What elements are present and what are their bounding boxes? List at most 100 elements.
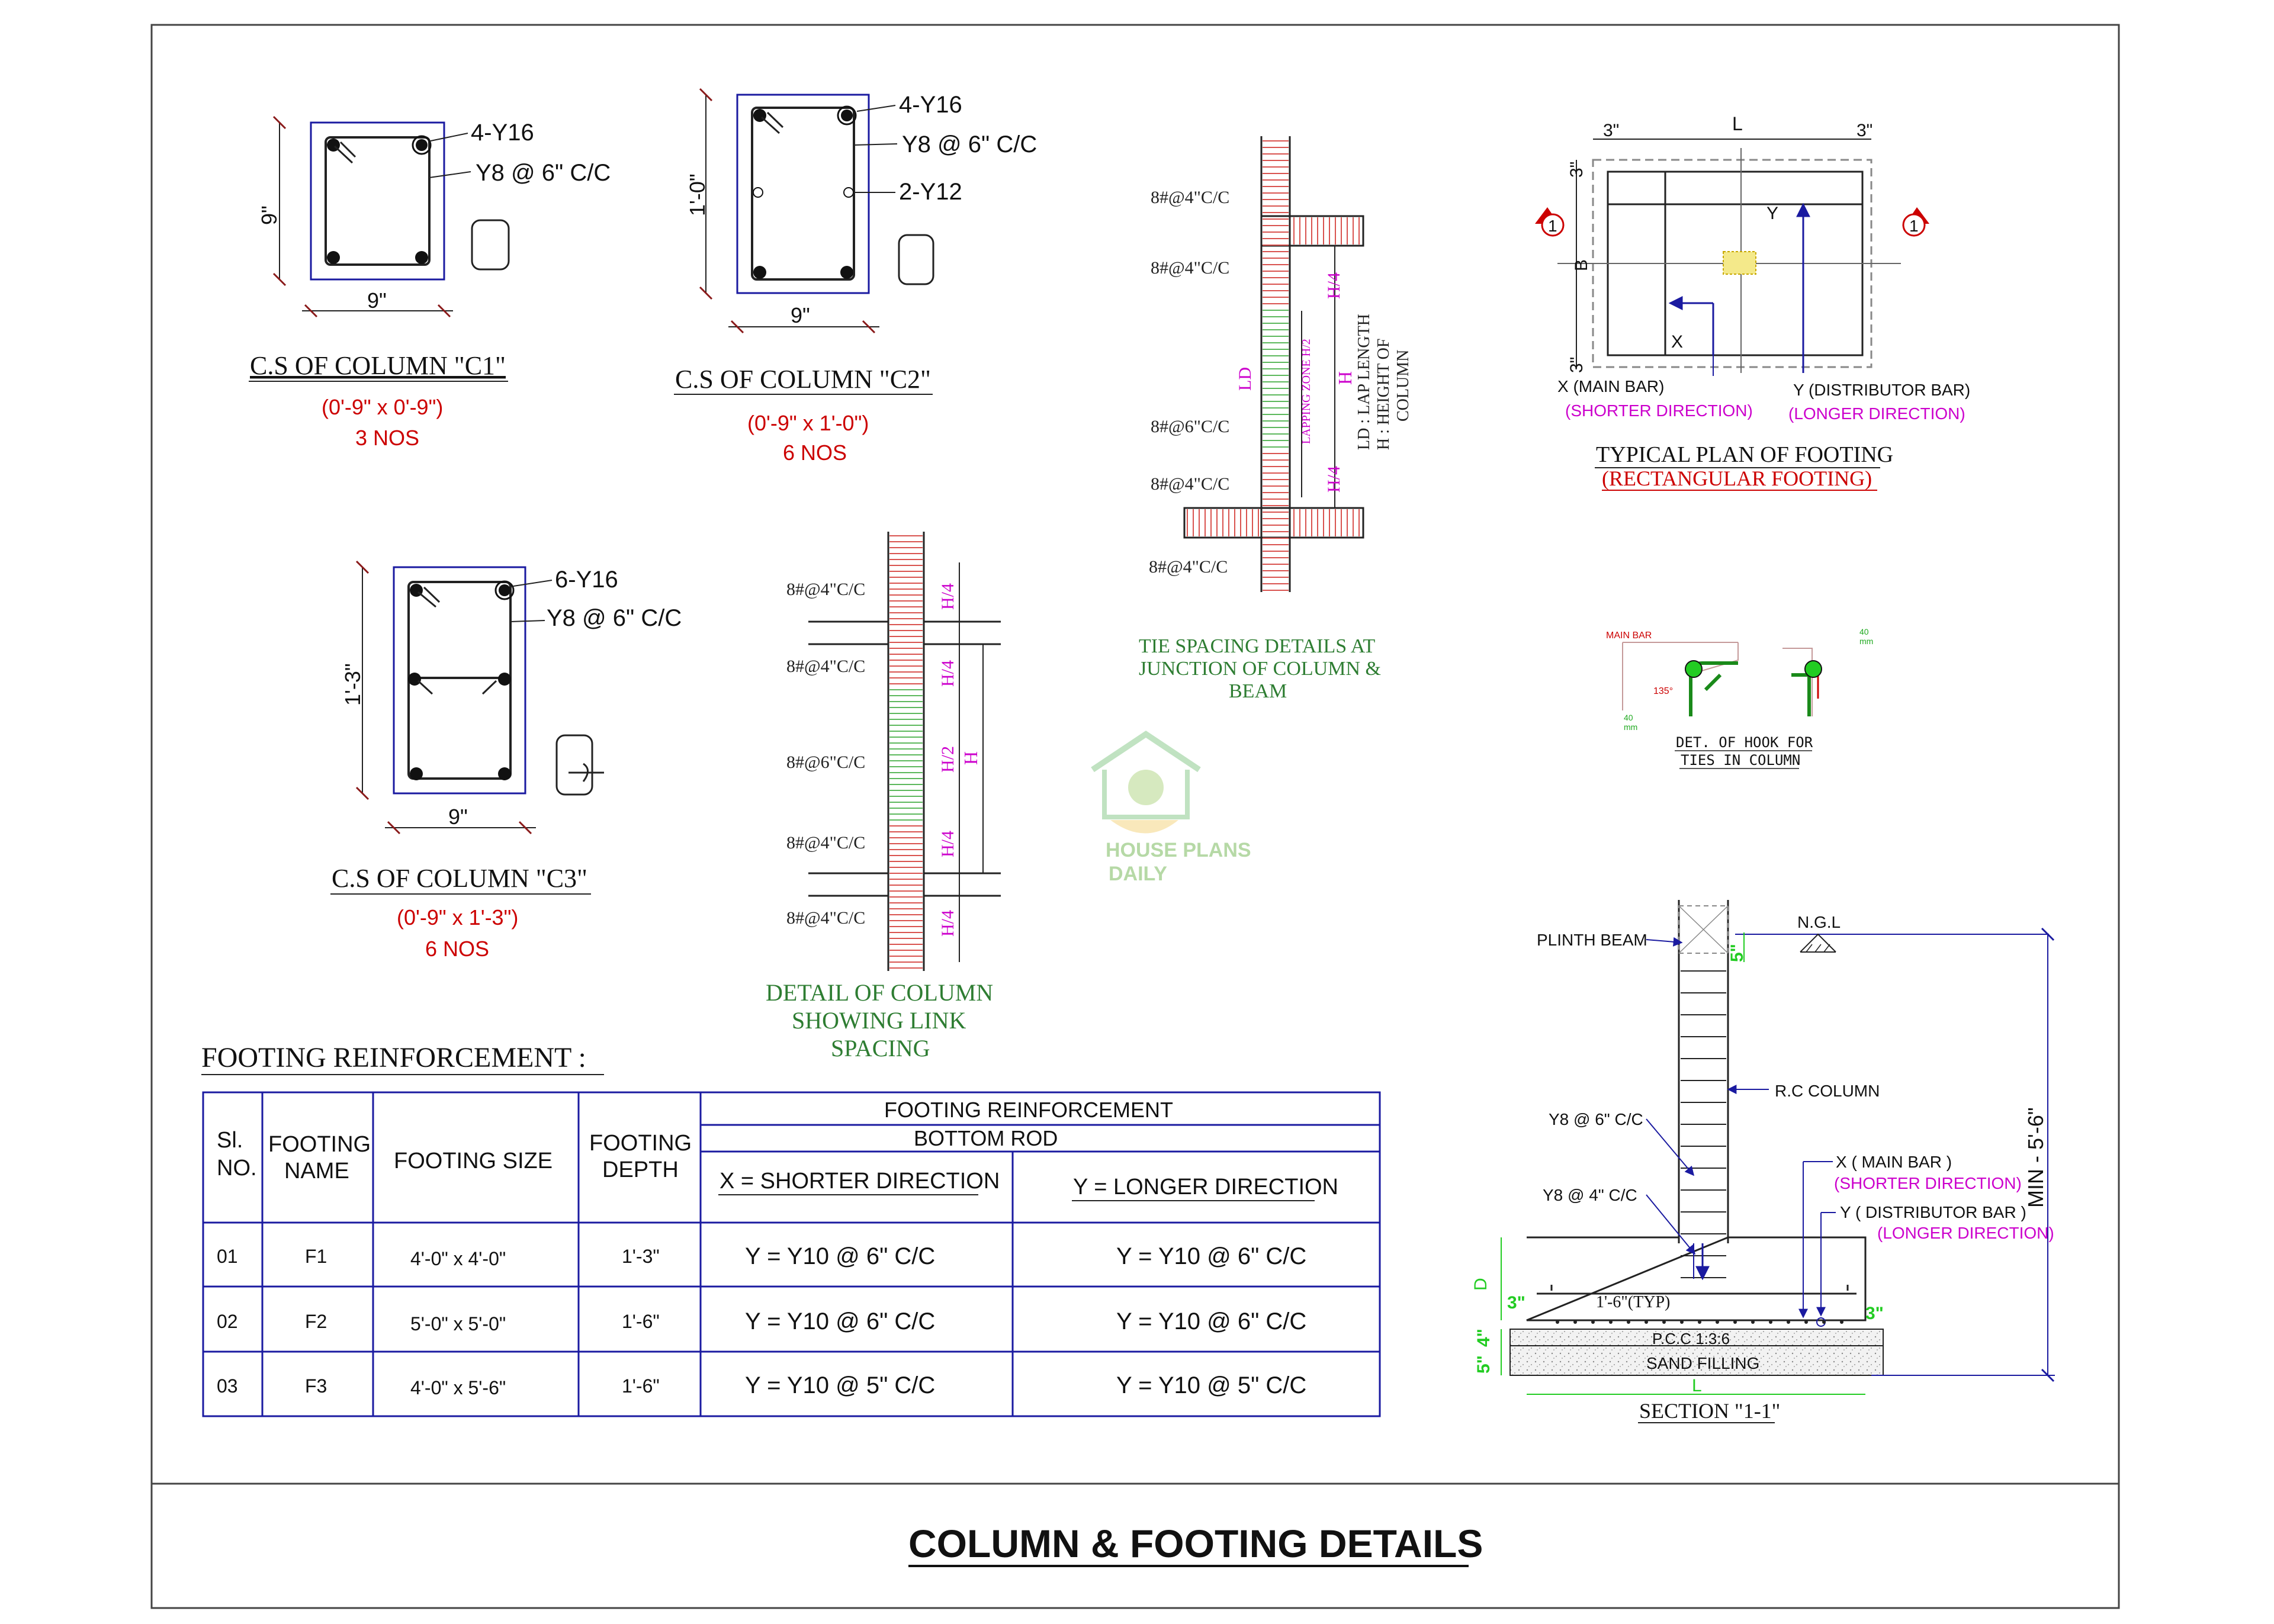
table-heading: FOOTING REINFORCEMENT : xyxy=(201,1042,586,1073)
c1-title: C.S OF COLUMN "C1" xyxy=(250,351,506,380)
hook-dim-1: 40 xyxy=(1624,713,1633,722)
link-label-3: 8#@6"C/C xyxy=(786,752,865,772)
bar-dot xyxy=(1627,1320,1630,1324)
hook-dim-4: mm xyxy=(1859,636,1873,646)
row3-x: Y = Y10 @ 5" C/C xyxy=(745,1372,935,1398)
th-sl-1: Sl. xyxy=(217,1128,243,1153)
row1-name: F1 xyxy=(305,1246,327,1267)
row2-name: F2 xyxy=(305,1311,327,1332)
plan-dim-top: L xyxy=(1732,113,1743,134)
link-label-4: 8#@4"C/C xyxy=(786,833,865,853)
th-y: Y = LONGER DIRECTION xyxy=(1073,1175,1338,1199)
bar-dot xyxy=(1573,1320,1577,1324)
tie-title-2: JUNCTION OF COLUMN & xyxy=(1139,658,1381,680)
sec-title: SECTION "1-1" xyxy=(1639,1399,1780,1423)
c2-count: 6 NOS xyxy=(783,440,847,465)
hook-dim-3: 40 xyxy=(1859,627,1869,636)
tie-title-1: TIE SPACING DETAILS AT xyxy=(1139,635,1376,657)
row2-depth: 1'-6" xyxy=(622,1311,660,1332)
tie-spacing-detail xyxy=(1183,136,1364,592)
hook-labels: MAIN BAR 135° 40 mm 40 mm DET. OF HOOK F… xyxy=(1606,627,1873,769)
watermark-logo xyxy=(1091,730,1201,834)
c2-title: C.S OF COLUMN "C2" xyxy=(675,365,931,394)
row3-name: F3 xyxy=(305,1375,327,1397)
c1-count: 3 NOS xyxy=(355,426,419,450)
c1-width-dim: 9" xyxy=(367,288,387,313)
sec-x-main: X ( MAIN BAR ) xyxy=(1836,1153,1952,1171)
c3-width-dim: 9" xyxy=(448,805,468,829)
bar-dot xyxy=(1804,1320,1808,1324)
th-depth-1: FOOTING xyxy=(589,1131,692,1156)
link-title-1: DETAIL OF COLUMN xyxy=(766,979,993,1006)
sec-pcc: P.C.C 1:3:6 xyxy=(1652,1330,1730,1348)
tie-legend-1: LD : LAP LENGTH xyxy=(1355,314,1373,450)
link-spacing-labels: 8#@4"C/C 8#@4"C/C 8#@6"C/C 8#@4"C/C 8#@4… xyxy=(766,580,993,1062)
tie-lapping: LAPPING ZONE H/2 xyxy=(1300,339,1313,444)
footing-table xyxy=(202,1091,1381,1417)
link-h4-3: H/4 xyxy=(938,831,958,857)
row2-x: Y = Y10 @ 6" C/C xyxy=(745,1308,935,1334)
sec-plinth-beam: PLINTH BEAM xyxy=(1537,931,1647,949)
plan-dim-side-bottom: 3" xyxy=(1567,357,1586,373)
bar-dot xyxy=(1716,1320,1719,1324)
section-mark-right: 1 xyxy=(1909,217,1919,235)
table-row: 02 F2 5'-0" x 5'-0" 1'-6" Y = Y10 @ 6" C… xyxy=(217,1308,1306,1334)
c2-width-dim: 9" xyxy=(791,303,810,327)
footing-plan xyxy=(1535,139,1929,376)
table-header: Sl. NO. FOOTING NAME FOOTING SIZE FOOTIN… xyxy=(217,1098,1338,1201)
column-c3-section xyxy=(355,560,604,835)
tie-legend-3: COLUMN xyxy=(1394,350,1412,422)
watermark-line2: DAILY xyxy=(1109,863,1167,885)
sec-dim-4: 4" xyxy=(1474,1329,1493,1347)
link-h4-4: H/4 xyxy=(938,910,958,937)
tie-label-3: 8#@6"C/C xyxy=(1151,417,1229,436)
plan-dim-left: 3" xyxy=(1603,121,1619,140)
link-h: H xyxy=(960,751,981,765)
bar-dot xyxy=(1556,1320,1559,1324)
link-label-5: 8#@4"C/C xyxy=(786,908,865,928)
tie-legend-2: H : HEIGHT OF xyxy=(1374,339,1393,450)
table-row: 01 F1 4'-0" x 4'-0" 1'-3" Y = Y10 @ 6" C… xyxy=(217,1243,1306,1269)
th-name-2: NAME xyxy=(284,1159,349,1184)
link-label-2: 8#@4"C/C xyxy=(786,657,865,676)
th-sl-2: NO. xyxy=(217,1156,257,1181)
hook-detail xyxy=(1622,642,1822,716)
plan-dim-right: 3" xyxy=(1857,121,1872,140)
bar-dot xyxy=(1822,1320,1826,1324)
sec-sand: SAND FILLING xyxy=(1646,1354,1759,1372)
link-h4-1: H/4 xyxy=(938,583,958,610)
section-1-1 xyxy=(1501,900,2055,1395)
plan-y-label: Y (DISTRIBUTOR BAR) xyxy=(1793,381,1970,399)
sec-dim-5: 5" xyxy=(1727,944,1747,962)
c2-depth-dim: 1'-0" xyxy=(685,173,709,216)
c1-main-bar: 4-Y16 xyxy=(471,120,534,146)
plan-subtitle: (RECTANGULAR FOOTING) xyxy=(1602,467,1872,490)
tie-label-4: 8#@4"C/C xyxy=(1151,474,1229,494)
row3-y: Y = Y10 @ 5" C/C xyxy=(1116,1372,1306,1398)
hook-main-bar: MAIN BAR xyxy=(1606,631,1652,641)
tie-label-5: 8#@4"C/C xyxy=(1149,557,1228,577)
row2-y: Y = Y10 @ 6" C/C xyxy=(1116,1308,1306,1334)
c3-title: C.S OF COLUMN "C3" xyxy=(332,864,587,893)
bar-dot xyxy=(1840,1320,1843,1324)
plan-y-dir: (LONGER DIRECTION) xyxy=(1788,404,1965,423)
bar-dot xyxy=(1787,1320,1790,1324)
sec-typ: 1'-6"(TYP) xyxy=(1596,1293,1670,1311)
hook-title-1: DET. OF HOOK FOR xyxy=(1676,734,1813,751)
bar-dot xyxy=(1591,1320,1595,1324)
link-title-3: SPACING xyxy=(831,1035,930,1062)
th-group: FOOTING REINFORCEMENT xyxy=(884,1098,1173,1122)
plan-y: Y xyxy=(1766,204,1778,223)
row1-x: Y = Y10 @ 6" C/C xyxy=(745,1243,935,1269)
sec-y-dir: (LONGER DIRECTION) xyxy=(1877,1224,2054,1242)
tie-label-1: 8#@4"C/C xyxy=(1151,188,1229,207)
c3-size: (0'-9" x 1'-3") xyxy=(397,905,518,930)
bar-dot xyxy=(1751,1320,1755,1324)
sheet-border xyxy=(150,24,2120,1609)
row3-size: 4'-0" x 5'-6" xyxy=(410,1377,506,1398)
plan-x-label: X (MAIN BAR) xyxy=(1557,377,1664,395)
th-sub: BOTTOM ROD xyxy=(914,1126,1058,1150)
footing-plan-labels: 3" L 3" 3" B 3" Y X 1 1 X (MAIN BAR) (SH… xyxy=(1548,113,1970,491)
sec-dim-3b: 3" xyxy=(1865,1304,1884,1323)
